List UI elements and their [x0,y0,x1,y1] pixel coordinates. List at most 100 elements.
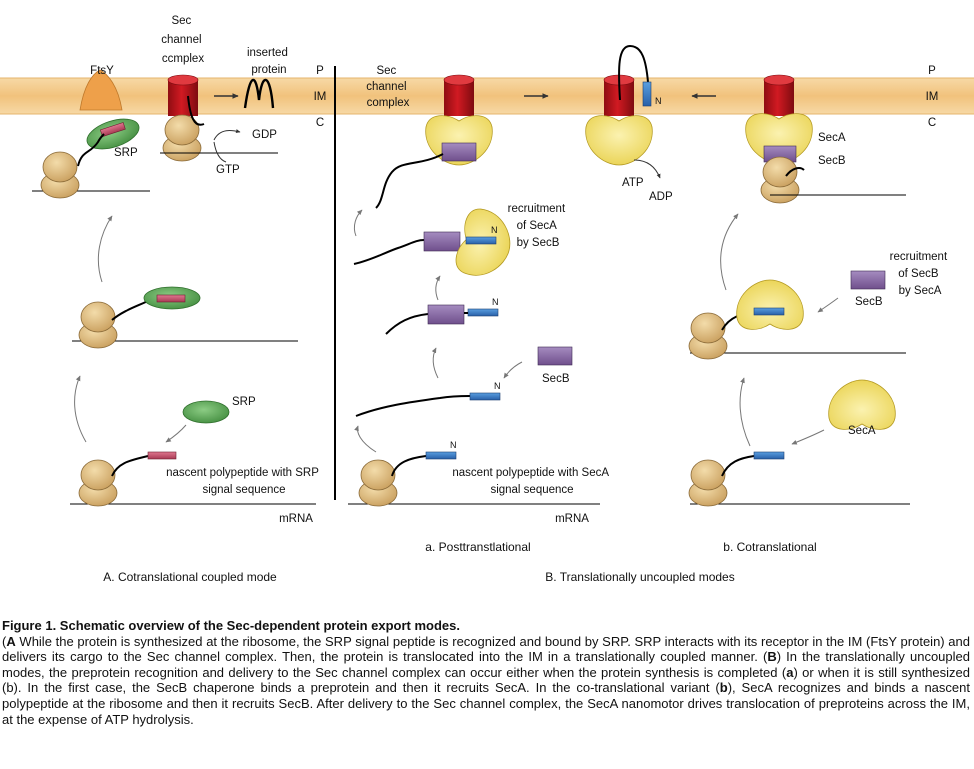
caption-ref-a-upper: A [6,633,16,649]
chain-secb-seca [353,239,425,265]
label-srp-bound: SRP [114,147,138,159]
sec-channel-ba1-top [443,74,475,86]
chain-through-channel [187,95,205,126]
atp-adp-arrow [633,159,661,179]
label-sub-b: b. Cotranslational [723,540,816,554]
label-seca-top: SecA [818,132,846,144]
label-srp-free: SRP [232,396,256,408]
arrow-secb-binding [503,361,523,379]
ribosome-bottom-ba [358,459,398,507]
label-secb-free: SecB [542,373,570,385]
label-p-left: P [316,65,324,77]
signal-in-membrane [642,81,652,107]
arrow-secb-to-seca [817,297,839,313]
label-recruit-secb: recruitment of SecB by SecA [890,251,951,297]
caption-ref-b-lower: b [719,680,728,696]
secb-at-channel-ba1 [441,142,477,162]
arrow-up-bb1 [720,213,739,291]
label-panel-b: B. Translationally uncoupled modes [545,570,734,584]
arrow-up-bb2 [739,377,751,447]
label-n-nascent-free: N [494,381,501,391]
label-c-right: C [928,117,936,129]
secb-complex-ba [423,231,461,252]
arrow-seca-binding [791,429,825,445]
label-recruit-seca: recruitment of SecA by SecB [508,203,569,249]
label-mrna-b: mRNA [555,513,589,525]
ribosome-middle-a [78,301,118,349]
caption-ref-a-lower: a [786,664,794,680]
label-im-right: IM [926,91,939,103]
label-n-nascent-ba: N [450,440,457,450]
ribosome-at-channel-bb [760,156,800,204]
signal-recruited-ba [465,236,497,245]
sec-channel-bb-top [763,74,795,86]
label-adp: ADP [649,191,673,203]
chain-bottom-bb [721,455,755,477]
ribosome-middle-bb [688,312,728,360]
label-n-secb-bound: N [492,297,499,307]
srp-signal-middle [156,294,186,303]
caption-part1: While the protein is synthesized at the … [2,633,970,665]
label-n-membrane: N [655,96,662,106]
label-gtp: GTP [216,164,240,176]
caption-title: Figure 1. Schematic overview of the Sec-… [2,618,460,633]
figure-caption: Figure 1. Schematic overview of the Sec-… [2,618,970,727]
label-im-left: IM [314,91,327,103]
label-atp: ATP [622,177,644,189]
srp-signal-nascent [147,451,177,460]
chain-bb [785,167,805,177]
seca-free [828,379,896,430]
label-secb-top: SecB [818,155,846,167]
chain-ba1 [375,153,444,209]
arrow-up-ba3 [431,347,439,379]
label-seca-free: SecA [848,425,876,437]
arrow-srp-binding [165,424,187,443]
label-nascent-seca: nascent polypeptide with SecA signal seq… [452,467,611,496]
label-sub-a: a. Posttranstlational [425,540,530,554]
label-inserted-protein: inserted protein [247,47,291,76]
secb-free-bb [850,270,886,290]
caption-body: (A While the protein is synthesized at t… [2,633,971,727]
inserted-protein [243,78,275,109]
label-c-left: C [316,117,324,129]
ribosome-srp-bound [40,151,80,199]
label-p-right: P [928,65,936,77]
chain-nascent-free [355,395,471,417]
label-sec-channel-ccmplex: Sec channel ccmplex [161,15,205,65]
signal-seca-bound-bb [753,307,785,316]
arrow-up-ba4 [354,425,377,453]
caption-part4: ), SecA recognizes and binds a nascent p… [2,680,970,727]
arrow-up-a1 [97,215,113,283]
caption-ref-b-upper: B [767,649,777,665]
secb-bound-ba [427,304,465,325]
chain-bottom-ba [391,455,427,477]
chain-srp-bound [77,133,105,167]
gtp-curve [213,141,227,163]
caption-part3: ) or when it is still synthesized (b). I… [2,664,971,696]
seca-recruited-ba [452,205,518,284]
secb-free [537,346,573,366]
label-n-recruited: N [491,225,498,235]
caption-part2: ) In the translationally uncoupled modes… [2,649,970,680]
label-mrna-a: mRNA [279,513,313,525]
label-sec-channel-complex: Sec channel complex [366,65,410,109]
srp-free [182,400,230,424]
chain-secb-bound [385,313,429,335]
srp-bound [86,118,140,150]
sec-channel-bb [764,80,794,116]
seca-at-channel-center [585,115,653,166]
chain-translocated [618,44,649,101]
seca-bound-bb [736,279,804,330]
ribosome-bottom-bb [688,459,728,507]
ribosome-bottom-a [78,459,118,507]
label-nascent-srp: nascent polypeptide with SRP signal sequ… [166,467,322,496]
signal-nascent-free [469,392,501,401]
signal-secb-bound [467,308,499,317]
arrow-up-a2 [74,375,87,443]
sec-channel-a-top [167,74,199,86]
srp-signal-bound [99,122,126,137]
arrow-up-ba2 [435,275,441,301]
ftsy-receptor [79,69,123,111]
chain-middle-a [111,299,151,321]
sec-channel-ba1 [444,80,474,116]
